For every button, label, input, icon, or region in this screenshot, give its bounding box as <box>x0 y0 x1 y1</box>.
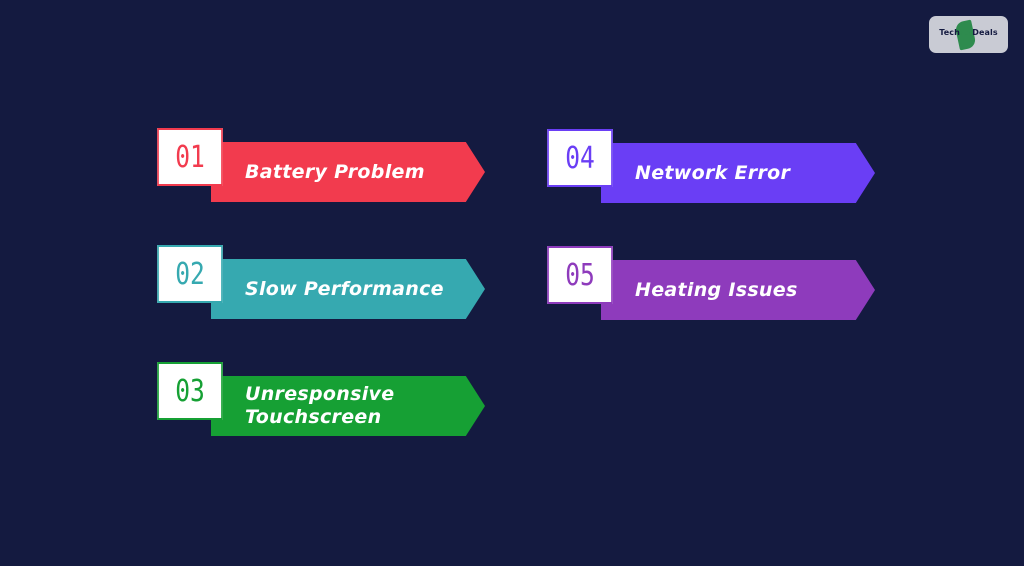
issue-item-heating: Heating Issues 05 <box>540 246 876 321</box>
issue-label: Slow Performance <box>245 277 444 300</box>
issue-number: 03 <box>157 362 223 420</box>
issue-number: 05 <box>547 246 613 304</box>
arrow-banner <box>601 260 875 320</box>
issue-item-battery: Battery Problem 01 <box>150 128 486 203</box>
issue-label: Battery Problem <box>245 160 425 183</box>
issue-item-network: Network Error 04 <box>540 129 876 204</box>
issue-item-performance: Slow Performance 02 <box>150 245 486 320</box>
arrow-banner <box>211 142 485 202</box>
issue-label: Network Error <box>635 161 791 184</box>
arrow-banner <box>211 376 485 436</box>
issue-number: 02 <box>157 245 223 303</box>
issue-number: 01 <box>157 128 223 186</box>
issue-label: Heating Issues <box>635 278 798 301</box>
issue-label: Unresponsive Touchscreen <box>245 383 395 428</box>
arrow-banner <box>211 259 485 319</box>
arrow-banner <box>601 143 875 203</box>
issue-number: 04 <box>547 129 613 187</box>
brand-logo-text: TechHotDeals <box>939 28 998 37</box>
brand-logo: TechHotDeals <box>929 16 1008 53</box>
issue-item-touchscreen: Unresponsive Touchscreen 03 <box>150 362 486 437</box>
